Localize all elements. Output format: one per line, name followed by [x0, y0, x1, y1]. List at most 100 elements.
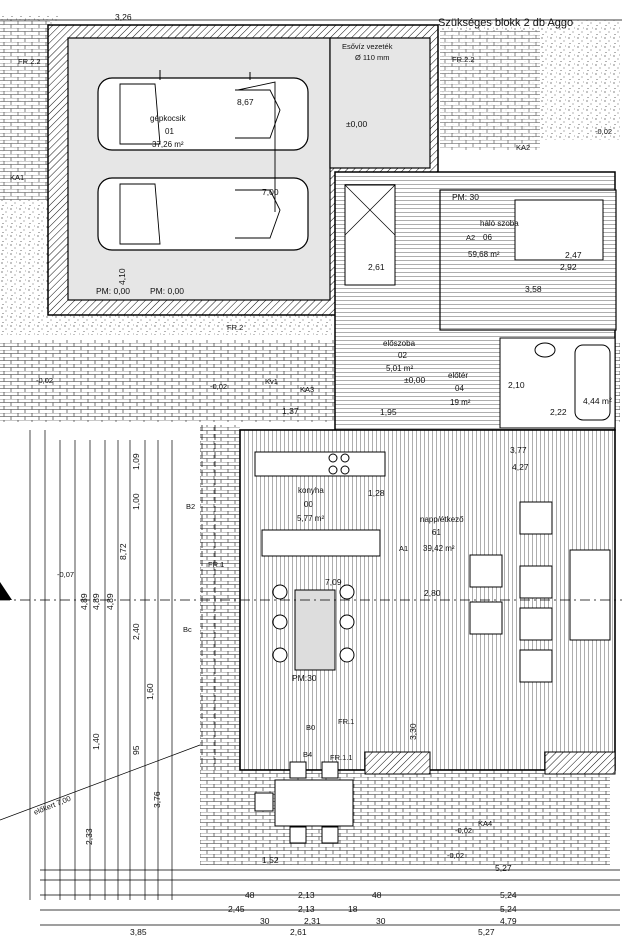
kitchen-area: 5,77 m² [297, 514, 324, 523]
tag-fr11: FR.1.1 [330, 753, 353, 762]
dim-top: 3,26 [115, 12, 132, 22]
tag-ka4: KA4 [478, 819, 492, 828]
entry-area: 5,01 m² [386, 364, 413, 373]
dim-137: 1,37 [282, 406, 299, 416]
rain-pipe-size: Ø 110 mm [355, 53, 389, 62]
v-140: 1,40 [91, 733, 101, 750]
dim-living-w: 3,77 [510, 445, 527, 455]
dim-hall-w: 2,10 [508, 380, 525, 390]
v-872: 8,72 [118, 543, 128, 560]
dim-527a: 5,27 [478, 927, 495, 937]
v-160: 1,60 [145, 683, 155, 700]
v-489a: 4,89 [91, 593, 101, 610]
dim-524a: 5,24 [500, 890, 517, 900]
dim-527b: 5,27 [495, 863, 512, 873]
garage-num: 01 [165, 127, 174, 136]
level-m007: -0,07 [57, 570, 74, 579]
living-name: napp/étkező [420, 515, 464, 524]
level-m002-a: -0,02 [595, 127, 612, 136]
dim-479: 4,79 [500, 916, 517, 926]
tag-b4: B4 [303, 750, 312, 759]
tag-fr2: FR.2 [227, 323, 243, 332]
level-m002-b: -0,02 [36, 376, 53, 385]
garage [47, 24, 439, 316]
dim-hall-w2: 2,22 [550, 407, 567, 417]
dim-kitchen-h: 7,09 [325, 577, 342, 587]
v-109: 1,09 [131, 453, 141, 470]
terrace-table [254, 761, 354, 844]
tag-fr22-b: FR.2.2 [452, 55, 475, 64]
bath-area: 4,44 m² [583, 396, 612, 406]
tag-fr22-a: FR.2.2 [18, 57, 41, 66]
tag-a2: A2 [466, 233, 475, 242]
dim-30a: 30 [260, 916, 270, 926]
kitchen-num: 00 [304, 500, 313, 509]
hall-name: előtér [448, 371, 468, 380]
level-pm30-b: PM:30 [292, 673, 317, 683]
v-95: 95 [131, 745, 141, 755]
tag-a1: A1 [399, 544, 408, 553]
v-240: 2,40 [131, 623, 141, 640]
bedroom-num: 06 [483, 233, 492, 242]
dim-152: 1,52 [262, 855, 279, 865]
dim-524b: 5,24 [500, 904, 517, 914]
dim-living-w2: 4,27 [512, 462, 529, 472]
level-m002-d: -0,02 [455, 826, 472, 835]
v-489b: 4,89 [105, 593, 115, 610]
garage-area: 37,26 m² [152, 140, 184, 149]
dim-garage-diag: 8,67 [237, 97, 254, 107]
dim-231: 2,31 [304, 916, 321, 926]
tag-b2: B2 [186, 502, 195, 511]
dim-18: 18 [348, 904, 358, 914]
dim-213a: 2,13 [298, 890, 315, 900]
dim-stair-a: 2,61 [368, 262, 385, 272]
header-title: Szükséges blokk 2 db Aggo [438, 17, 573, 29]
tag-fr1-a: FR.1 [208, 560, 224, 569]
entry-name: előszoba [383, 339, 416, 348]
v-100: 1,00 [131, 493, 141, 510]
dim-261: 2,61 [290, 927, 307, 937]
dim-living-mid: 2,80 [424, 588, 441, 598]
entry-num: 02 [398, 351, 407, 360]
dim-bed-w: 2,47 [565, 250, 582, 260]
dim-48a: 48 [245, 890, 255, 900]
dimension-lines [0, 19, 622, 926]
north-arrow-marker [0, 582, 12, 600]
tag-b0: B0 [306, 723, 315, 732]
car-top [97, 70, 309, 151]
dim-213b: 2,13 [298, 904, 315, 914]
dim-bed-w2: 2,92 [560, 262, 577, 272]
level-pm0-a: PM: 0,00 [96, 286, 130, 296]
level-zero: ±0,00 [346, 119, 367, 129]
rain-pipe-note: Esővíz vezeték [342, 42, 393, 51]
level-m002-c: -0,02 [210, 382, 227, 391]
dim-bed-h: 3,58 [525, 284, 542, 294]
tag-bc: Bc [183, 625, 192, 634]
dim-233: 2,33 [84, 828, 94, 845]
dim-48b: 48 [372, 890, 382, 900]
level-pm0-b: PM: 0,00 [150, 286, 184, 296]
dim-kitchen-w: 1,28 [368, 488, 385, 498]
bedroom-area: 59,68 m² [468, 250, 500, 259]
level-m002-e: -0,02 [447, 851, 464, 860]
dim-385: 3,85 [130, 927, 147, 937]
v-410: 4,10 [117, 268, 127, 285]
dim-30b: 30 [376, 916, 386, 926]
living-num: 61 [432, 528, 441, 537]
v-489c: 4,89 [79, 593, 89, 610]
hall-num: 04 [455, 384, 464, 393]
bedroom-name: háló szoba [480, 219, 519, 228]
level-pm30-a: PM: 30 [452, 192, 479, 202]
garage-name: gépkocsik [150, 114, 187, 123]
dim-entry-w: 1,95 [380, 407, 397, 417]
level-zero-entry: ±0,00 [404, 375, 425, 385]
tag-ka2: KA2 [516, 143, 530, 152]
tag-eloker: előkert 7,00 [32, 794, 72, 817]
dim-330: 3,30 [408, 723, 418, 740]
kitchen-name: konyha [298, 486, 324, 495]
dim-376: 3,76 [152, 791, 162, 808]
hall-area: 19 m² [450, 398, 471, 407]
living-area: 39,42 m² [423, 544, 455, 553]
dim-245: 2,45 [228, 904, 245, 914]
